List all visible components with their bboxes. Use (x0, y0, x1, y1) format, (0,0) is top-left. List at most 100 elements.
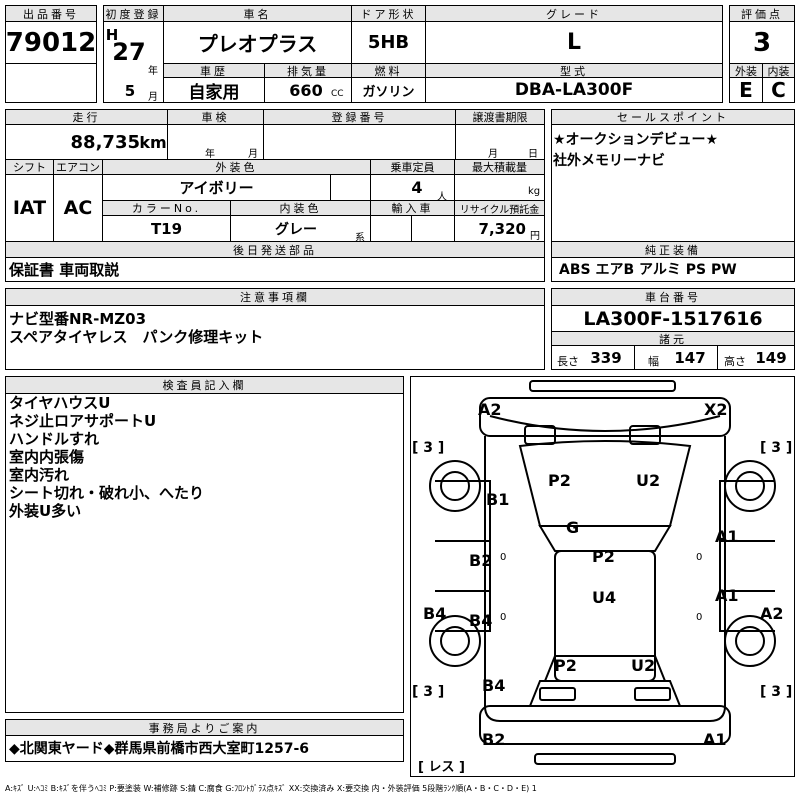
height: 149 (755, 348, 787, 367)
length: 339 (590, 348, 622, 367)
transfer-day-unit: 日 (528, 149, 538, 160)
later-parts-cell (5, 257, 545, 282)
interior-cell (762, 77, 795, 103)
model-cell (425, 77, 723, 103)
bottom-bar (534, 753, 676, 765)
mark-left-step: B4 (423, 604, 447, 623)
grade-header: グレード (425, 5, 723, 22)
later-parts-header: 後日発送部品 (5, 241, 545, 258)
first-reg-year-unit: 年 (148, 66, 158, 77)
mark-windshield: G (566, 518, 580, 537)
ext-color-extra-cell (330, 174, 371, 201)
mark-left-fender: B1 (486, 490, 510, 509)
mark-hood-left: P2 (548, 471, 571, 490)
interior-header: 内装 (762, 63, 795, 78)
mark-front-bumper-left: A2 (478, 400, 502, 419)
shift-header: シフト (5, 159, 54, 175)
first-reg-era: H (105, 26, 119, 44)
first-reg-year: 27 (112, 38, 146, 66)
door-type: 5HB (367, 32, 410, 53)
inspector-line-5: 室内汚れ (9, 466, 70, 484)
mark-rear-bumper-right: A1 (703, 730, 727, 749)
import-cell (370, 215, 455, 242)
mark-right-rear-door: A1 (715, 586, 739, 605)
displacement-unit: CC (331, 89, 344, 99)
front-bumper (479, 397, 731, 437)
front-left-wheel (429, 460, 481, 512)
capacity-unit: 人 (437, 192, 447, 203)
color-no-header: カラーNo. (102, 200, 231, 216)
notes-line-1: ナビ型番NR-MZ03 (9, 310, 147, 328)
ext-color: アイボリー (179, 179, 254, 197)
chassis-number: LA300F-1517616 (583, 307, 763, 330)
left-body-side (435, 480, 491, 632)
shift: IAT (12, 197, 47, 219)
inspector-line-1: タイヤハウスU (9, 394, 111, 412)
dims-div-2 (717, 345, 718, 370)
lot-number-lower-cell (5, 63, 97, 103)
recycle-unit: 円 (530, 231, 540, 242)
inspector-header: 検査員記入欄 (5, 376, 404, 394)
inspection-month-unit: 月 (248, 149, 258, 160)
car-name-header: 車名 (163, 5, 352, 22)
displacement-header: 排気量 (264, 63, 352, 78)
recycle-header: リサイクル預託金 (454, 200, 545, 216)
reg-number-header: 登録番号 (263, 109, 456, 125)
lot-number: 79012 (5, 27, 97, 58)
right-body-side (719, 480, 775, 632)
recycle-fee: 7,320 (478, 219, 526, 238)
import-divider (411, 215, 412, 242)
front-grille (489, 415, 721, 432)
office-cell (5, 735, 404, 762)
rear-right-wheel (724, 615, 776, 667)
notes-line-2: スペアタイヤレス パンク修理キット (9, 328, 264, 346)
headlight-right (629, 425, 661, 445)
windshield (538, 525, 672, 552)
equipment-cell (551, 257, 795, 282)
model-header: 型式 (425, 63, 723, 78)
small-zero-4: 0 (696, 612, 703, 623)
int-color-header: 内装色 (230, 200, 371, 216)
grade: L (566, 30, 582, 55)
front-right-wheel (724, 460, 776, 512)
later-parts: 保証書 車両取説 (9, 261, 120, 279)
length-label: 長さ (557, 355, 579, 368)
ac: AC (63, 197, 93, 219)
mark-left-rear-door: B4 (469, 611, 493, 630)
first-reg-month: 5 (124, 82, 136, 100)
inspection-header: 車検 (167, 109, 264, 125)
notes-cell (5, 305, 545, 370)
mark-left-quarter: B4 (482, 676, 506, 695)
capacity: 4 (411, 178, 423, 197)
equipment: ABS エアB アルミ PS PW (559, 262, 737, 278)
body-outline (484, 436, 726, 722)
taillight-left (539, 687, 576, 701)
small-zero-2: 0 (696, 552, 703, 563)
interior-grade: C (771, 78, 786, 102)
color-no: T19 (150, 219, 183, 238)
history-header: 車歴 (163, 63, 265, 78)
chassis-header: 車台番号 (551, 288, 795, 306)
mark-trunk-left: P2 (554, 656, 577, 675)
office-address: ◆北関東ヤード◆群馬県前橋市西大室町1257-6 (9, 741, 310, 757)
small-zero-1: 0 (500, 552, 507, 563)
trunk (528, 680, 682, 707)
tire-rear-right: [ 3 ] (760, 684, 793, 700)
capacity-header: 乗車定員 (370, 159, 455, 175)
mark-right-step: A2 (760, 604, 784, 623)
model-code: DBA-LA300F (514, 80, 634, 100)
sales-point-line-2: 社外メモリーナビ (553, 153, 665, 169)
mark-rear-bumper-left: B2 (482, 730, 506, 749)
height-label: 高さ (724, 355, 746, 368)
mileage: 88,735 (70, 131, 140, 153)
lot-number-header: 出品番号 (5, 5, 97, 22)
dims-header: 諸元 (551, 331, 795, 346)
int-color: グレー (275, 221, 317, 238)
int-color-unit: 系 (355, 233, 365, 244)
mark-roof-rear: U4 (592, 588, 617, 607)
inspector-line-2: ネジ止ロアサポートU (9, 412, 157, 430)
tire-rear-left: [ 3 ] (412, 684, 445, 700)
mark-roof-front: P2 (592, 547, 615, 566)
dims-div-1 (634, 345, 635, 370)
sales-point-line-1: ★オークションデビュー★ (553, 132, 719, 148)
